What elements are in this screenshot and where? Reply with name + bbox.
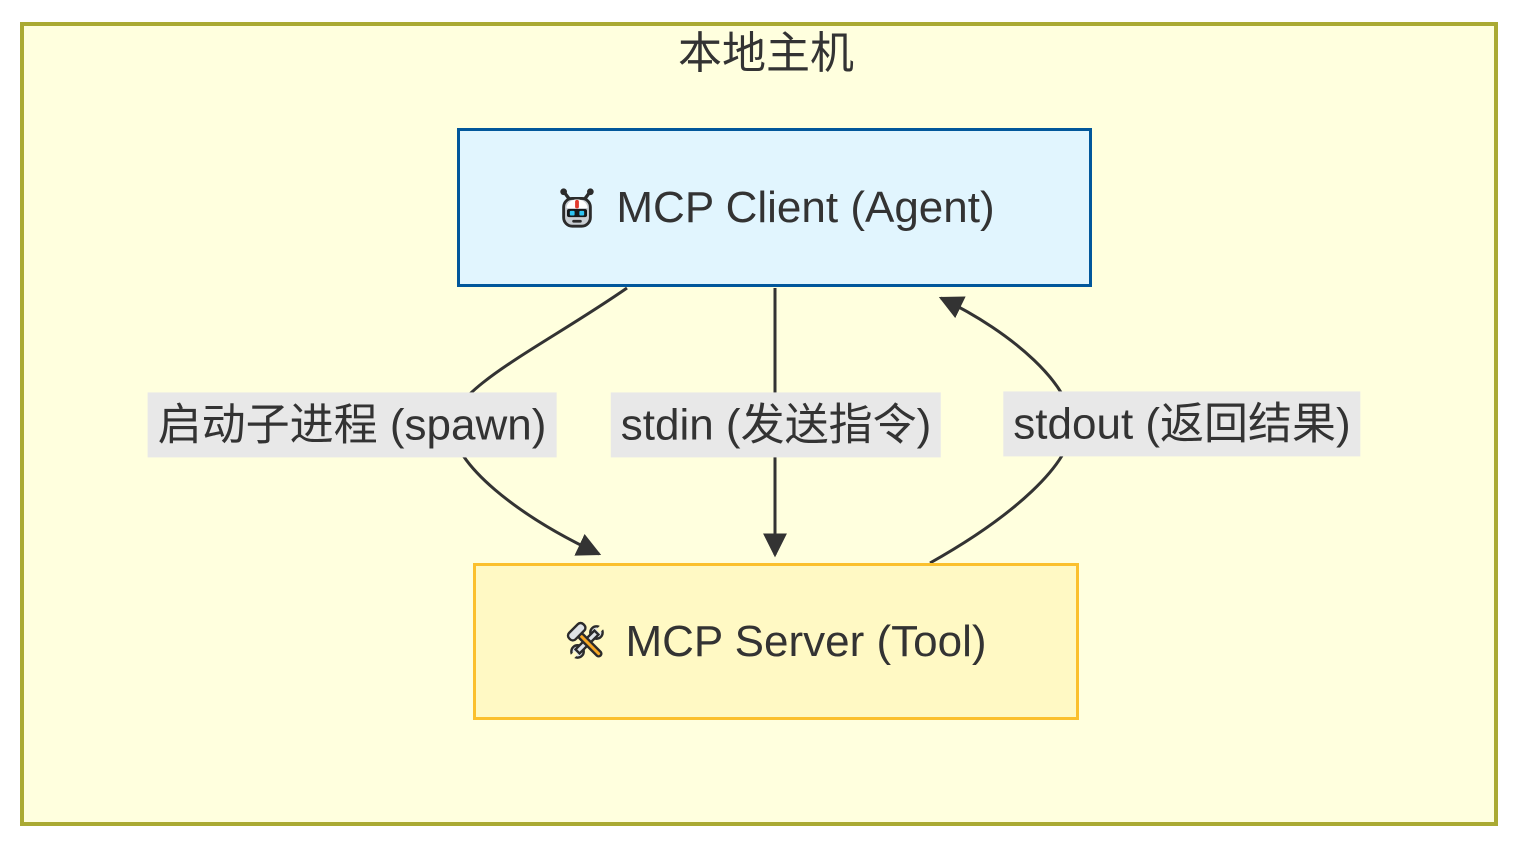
edge-label-stdin: stdin (发送指令) <box>610 392 942 458</box>
edge-label-stdout: stdout (返回结果) <box>1003 391 1361 457</box>
node-mcp-server: MCP Server (Tool) <box>473 563 1079 720</box>
node-mcp-client: MCP Client (Agent) <box>457 128 1092 287</box>
edge-label-spawn: 启动子进程 (spawn) <box>147 392 557 458</box>
node-mcp-server-label: MCP Server (Tool) <box>625 616 987 666</box>
node-mcp-client-label: MCP Client (Agent) <box>616 182 995 232</box>
cluster-title: 本地主机 <box>678 29 854 78</box>
tools-icon <box>567 621 607 661</box>
robot-icon <box>560 187 595 228</box>
